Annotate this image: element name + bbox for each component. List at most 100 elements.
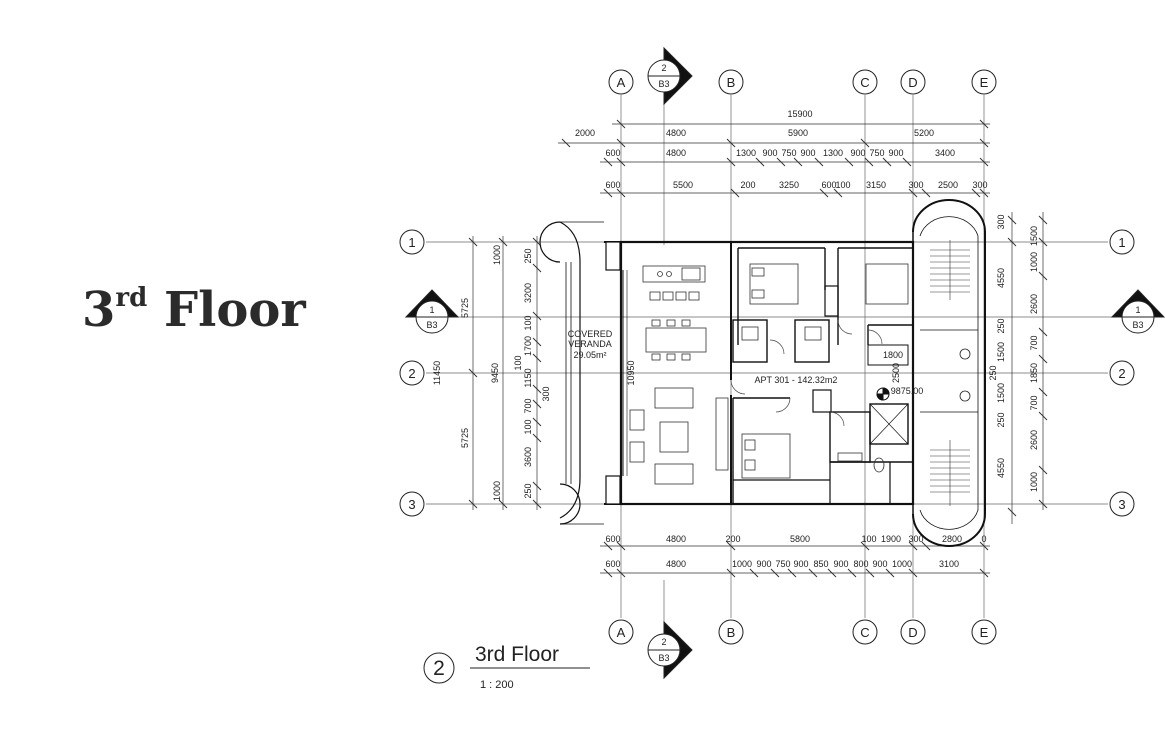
dim-left-c4-6: 300 (541, 386, 551, 401)
grid-label-c-top: C (860, 75, 869, 90)
title-number: 3 (82, 282, 116, 338)
dim-bot-r2-7: 900 (833, 559, 848, 569)
dim-bot-r1-4: 100 (861, 534, 876, 544)
dim-top-r4-0: 600 (605, 180, 620, 190)
dimension-lines (472, 123, 1044, 574)
accessibility-icon (959, 348, 971, 402)
section-marker-bottom (647, 620, 693, 680)
apt-label: APT 301 - 142.32m2 (755, 375, 838, 385)
veranda-area: 29.05m² (573, 350, 606, 360)
dim-left-c2-0: 5725 (460, 298, 470, 318)
dim-bot-r1-0: 600 (605, 534, 620, 544)
dim-left-c4-0: 1000 (492, 245, 502, 265)
dim-bot-r2-11: 3100 (939, 559, 959, 569)
dim-left-c4-9: 3600 (523, 447, 533, 467)
section-left-ref: B3 (426, 320, 437, 330)
dim-left-c2-1: 5725 (460, 428, 470, 448)
dim-top-r4-9: 300 (972, 180, 987, 190)
dim-top-r3-8: 750 (869, 148, 884, 158)
grid-bubble-e-top (971, 69, 997, 95)
dim-top-r4-5: 100 (835, 180, 850, 190)
veranda-label-1: COVERED (568, 329, 613, 339)
dim-left-c4-10: 1000 (492, 481, 502, 501)
dim-left-c4-3: 1700 (523, 336, 533, 356)
section-bottom-num: 2 (661, 637, 666, 647)
dim-overall-top: 15900 (787, 109, 812, 119)
grid-label-b-top: B (727, 75, 736, 90)
dim-right-c1-6: 700 (1029, 395, 1039, 410)
dim-top-r4-1: 5500 (673, 180, 693, 190)
dim-bot-r1-2: 200 (725, 534, 740, 544)
dim-bot-r1-6: 300 (908, 534, 923, 544)
view-tag (423, 652, 590, 684)
walls (539, 199, 986, 547)
grid-bubble-d-bottom (900, 619, 926, 645)
section-left-num: 1 (429, 305, 434, 315)
dim-left-c4-7: 700 (523, 398, 533, 413)
dim-right-c2-4: 1500 (996, 383, 1006, 403)
dimension-ticks (468, 119, 1048, 578)
dim-top-r3-10: 3400 (935, 148, 955, 158)
dim-bot-r2-6: 850 (813, 559, 828, 569)
dim-left-c4-4: 100 (513, 355, 523, 370)
dim-left-c5-0: 250 (523, 248, 533, 263)
dim-top-r4-2: 200 (740, 180, 755, 190)
grid-label-1-left: 1 (408, 235, 415, 250)
grid-label-c-bottom: C (860, 625, 869, 640)
dim-top-r2-0: 2000 (575, 128, 595, 138)
grid-label-d-top: D (908, 75, 917, 90)
dim-bot-r1-3: 5800 (790, 534, 810, 544)
dim-bot-r1-7: 2800 (942, 534, 962, 544)
dim-right-c2-5: 250 (996, 412, 1006, 427)
dim-bot-r2-9: 900 (872, 559, 887, 569)
dim-top-r4-7: 300 (908, 180, 923, 190)
dim-right-c1-4: 700 (1029, 335, 1039, 350)
section-right-ref: B3 (1132, 320, 1143, 330)
grid-bubble-e-bottom (971, 619, 997, 645)
view-tag-scale: 1 : 200 (480, 679, 514, 691)
grid-label-3-right: 3 (1118, 497, 1125, 512)
grid-bubbles-left (399, 229, 425, 517)
dim-top-r3-2: 1300 (736, 148, 756, 158)
grid-bubble-d-top (900, 69, 926, 95)
dim-bot-r2-5: 900 (793, 559, 808, 569)
grid-label-2-right: 2 (1118, 366, 1125, 381)
dim-left-c4-5: 1150 (523, 368, 533, 387)
dim-top-r2-2: 5900 (788, 128, 808, 138)
dim-right-c2-0: 4550 (996, 268, 1006, 288)
dim-left-c4-1: 3200 (523, 283, 533, 303)
dim-bot-r2-0: 600 (605, 559, 620, 569)
grid-bubbles-bottom (608, 619, 997, 645)
grid-bubble-b-top (718, 69, 744, 95)
grid-label-a-bottom: A (617, 625, 626, 640)
dim-bot-r1-8: 0 (981, 534, 986, 544)
dim-top-r3-7: 900 (850, 148, 865, 158)
section-right-num: 1 (1135, 305, 1140, 315)
section-marker-left (404, 289, 460, 334)
level-label: 9875.00 (891, 386, 924, 396)
dim-left-c4-8: 100 (523, 419, 533, 434)
dim-right-c1-8: 1000 (1029, 472, 1039, 492)
grid-label-2-left: 2 (408, 366, 415, 381)
dim-1800: 1800 (883, 350, 903, 360)
dim-top-r4-4: 600 (821, 180, 836, 190)
title-ordinal: rd (115, 283, 148, 313)
grid-bubble-c-top (852, 69, 878, 95)
grid-label-e-top: E (980, 75, 989, 90)
section-marker-right (1110, 289, 1165, 334)
slide-title: 3rd Floor (82, 285, 306, 334)
dim-top-r3-0: 600 (605, 148, 620, 158)
dim-top-r4-8: 2500 (938, 180, 958, 190)
dim-bot-r1-1: 4800 (666, 534, 686, 544)
grid-label-a-top: A (617, 75, 626, 90)
dim-top-r3-4: 750 (781, 148, 796, 158)
dim-right-c1-7: 2600 (1029, 430, 1039, 450)
view-tag-number: 2 (433, 657, 445, 680)
grid-bubble-a-top (608, 69, 634, 95)
dim-2500: 2500 (891, 363, 901, 383)
dim-right-c2-3: 250 (988, 365, 998, 380)
dim-right-c1-3: 2600 (1029, 294, 1039, 314)
dim-left-c5-1: 250 (523, 483, 533, 498)
door-swings (730, 319, 883, 427)
